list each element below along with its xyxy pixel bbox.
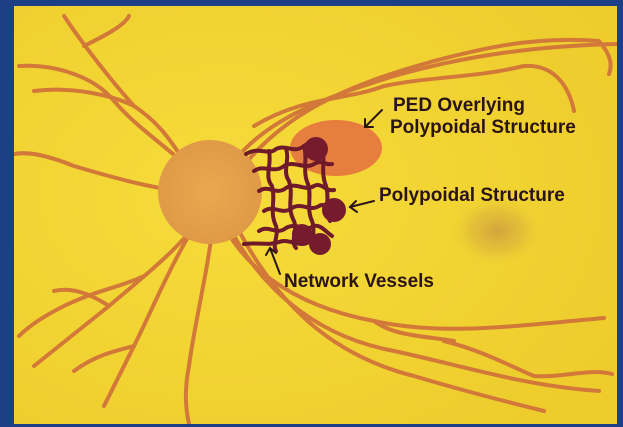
label-ped-line1: PED Overlying (393, 95, 525, 117)
fundus-illustration (14, 6, 617, 424)
polyp-lower-2 (309, 233, 331, 255)
label-ped-line2: Polypoidal Structure (390, 117, 617, 139)
polyp-top (304, 137, 328, 161)
polyp-lower-1 (292, 224, 312, 244)
label-network-vessels: Network Vessels (284, 271, 434, 293)
label-polypoidal-structure: Polypoidal Structure (379, 185, 617, 207)
polyp-middle (322, 198, 346, 222)
